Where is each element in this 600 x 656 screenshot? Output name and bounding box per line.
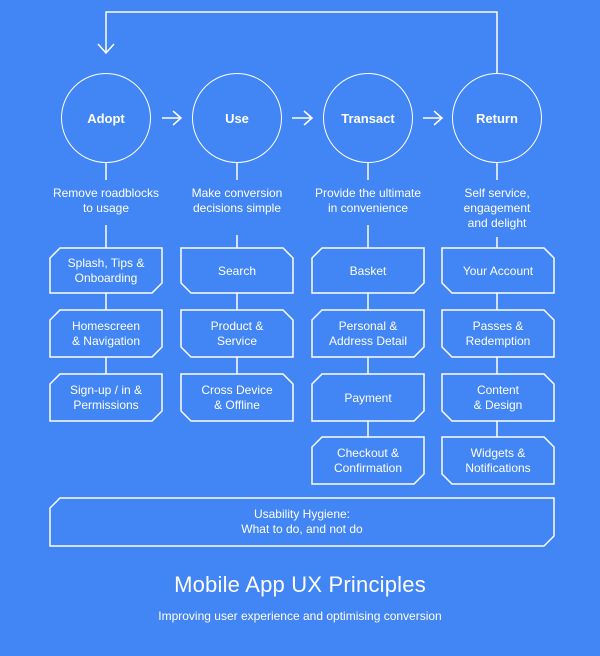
use-item-box: Product & Service xyxy=(210,319,264,348)
return-item-box: Your Account xyxy=(462,263,534,278)
stage-return-label: Return xyxy=(476,110,518,126)
stage-transact-circle: Transact xyxy=(323,73,413,163)
feedback-loop-arrowhead xyxy=(97,43,115,55)
stage-return-circle: Return xyxy=(452,73,542,163)
stage-transact-label: Transact xyxy=(341,110,395,126)
stage-adopt-label: Adopt xyxy=(87,110,125,126)
transact-item-box: Checkout & Confirmation xyxy=(333,446,403,475)
stage-use-label: Use xyxy=(225,110,249,126)
arrow-use-to-transact xyxy=(292,110,314,126)
usability-hygiene-box: Usability Hygiene: What to do, and not d… xyxy=(50,498,554,546)
stage-adopt-circle: Adopt xyxy=(61,73,151,163)
return-item-box: Content & Design xyxy=(473,383,523,412)
transact-item-box: Personal & Address Detail xyxy=(328,319,408,348)
adopt-item-box: Splash, Tips & Onboarding xyxy=(67,256,145,285)
feedback-loop-arrow xyxy=(105,11,498,73)
transact-item-box: Payment xyxy=(344,390,392,405)
adopt-item-box: Homescreen & Navigation xyxy=(71,319,141,348)
arrow-adopt-to-use xyxy=(162,110,183,126)
use-item-box: Search xyxy=(217,263,257,278)
return-item-box: Passes & Redemption xyxy=(465,319,531,348)
stage-return-description: Self service, engagement and delight xyxy=(463,186,531,230)
transact-item-box: Basket xyxy=(349,263,387,278)
stage-use-circle: Use xyxy=(192,73,282,163)
stage-adopt-description: Remove roadblocks to usage xyxy=(52,186,160,215)
stage-use-description: Make conversion decisions simple xyxy=(191,186,283,215)
use-item-box: Cross Device & Offline xyxy=(201,383,273,412)
arrow-transact-to-return xyxy=(423,110,444,126)
stage-transact-description: Provide the ultimate in convenience xyxy=(314,186,422,215)
return-item-box: Widgets & Notifications xyxy=(465,446,531,475)
page-subtitle: Improving user experience and optimising… xyxy=(158,609,442,623)
adopt-item-box: Sign-up / in & Permissions xyxy=(69,383,143,412)
usability-hygiene-text: What to do, and not do xyxy=(241,522,363,536)
usability-hygiene-heading: Usability Hygiene: xyxy=(253,507,351,521)
page-title: Mobile App UX Principles xyxy=(174,572,426,597)
